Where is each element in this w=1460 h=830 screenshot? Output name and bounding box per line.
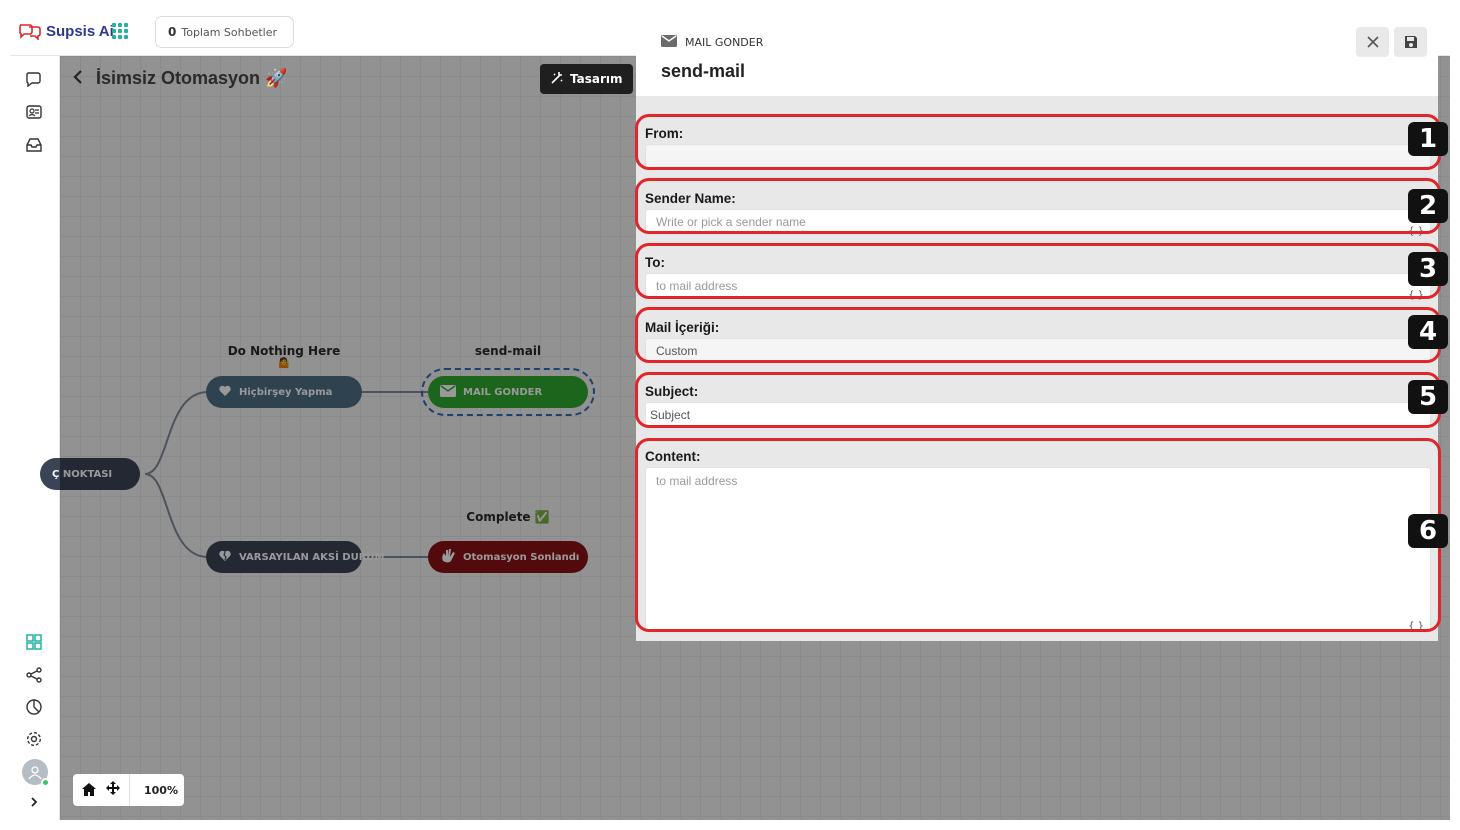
heart-hands-icon [218,384,232,401]
send-mail-node[interactable]: MAIL GONDER [428,376,588,408]
sender-name-input[interactable]: Write or pick a sender name [645,209,1431,235]
share-flow-icon[interactable] [23,664,45,686]
flow-title[interactable]: İsimsiz Otomasyon 🚀 [96,68,288,88]
chat-icon[interactable] [23,68,45,90]
zoom-controls: 100% [73,774,184,806]
sender-name-label: Sender Name: [645,191,736,206]
do-nothing-caption-text: Do Nothing Here [227,344,341,358]
save-button[interactable] [1394,27,1427,57]
to-label: To: [645,255,665,270]
annotation-badge-5: 5 [1408,380,1448,414]
app-name: Supsis Ai [46,22,114,40]
home-icon[interactable] [81,781,97,800]
shrug-emoji: 🤷 [277,358,291,369]
broken-heart-icon [218,549,232,566]
chat-bubbles-logo-icon [18,22,42,41]
do-nothing-node[interactable]: Hiçbirşey Yapma [206,376,362,408]
send-mail-label: MAIL GONDER [463,386,543,398]
apps-grid-icon[interactable] [112,23,128,39]
magic-wand-icon [550,71,564,88]
design-button[interactable]: Tasarım [540,64,633,94]
mail-content-type-label: Mail İçeriği: [645,320,720,335]
default-else-node[interactable]: VARSAYILAN AKSİ DURUM [206,541,385,573]
variable-braces-icon[interactable]: { } [1408,290,1424,301]
highlight-to [635,243,1441,299]
zoom-divider [129,774,130,806]
to-field: To: to mail address { } [645,255,1431,301]
do-nothing-label: Hiçbirşey Yapma [239,386,333,398]
mail-envelope-icon [661,35,677,50]
subject-field: Subject: Subject [645,384,1431,428]
reports-pie-icon[interactable] [23,696,45,718]
annotation-badge-4: 4 [1408,315,1448,349]
start-node[interactable]: Ç NOKTASI [40,458,140,490]
automation-ended-label: Otomasyon Sonlandı [463,551,580,563]
conversations-label: Toplam Sohbetler [181,25,278,39]
panel-node-name[interactable]: send-mail [661,61,746,81]
automation-ended-node[interactable]: Otomasyon Sonlandı [428,541,588,573]
flow-connectors [144,391,428,558]
back-chevron-icon[interactable] [72,69,84,89]
contact-card-icon[interactable] [23,101,45,123]
conversations-count: 0 [168,25,177,39]
panel-node-type-label: MAIL GONDER [685,36,764,49]
close-icon [1366,36,1379,48]
design-button-label: Tasarım [570,72,623,86]
user-avatar[interactable] [22,759,50,787]
subject-input[interactable]: Subject [645,402,1431,428]
highlight-sender-name [635,178,1441,234]
annotation-badge-3: 3 [1408,252,1448,286]
from-label: From: [645,126,684,141]
content-textarea[interactable]: to mail address [645,467,1431,633]
expand-sidebar-icon[interactable] [23,791,45,813]
annotation-badge-6: 6 [1408,514,1448,548]
left-sidebar [10,56,60,820]
zoom-level[interactable]: 100% [144,783,178,797]
waving-hand-icon [440,548,456,567]
app-window: Supsis Ai 0 Toplam Sohbetler [10,10,1450,820]
move-arrows-icon[interactable] [105,780,121,800]
from-field: From: [645,126,1431,170]
variable-braces-icon[interactable]: { } [1408,621,1424,632]
complete-caption: Complete ✅ [466,510,550,524]
mail-content-type-select[interactable]: Custom [645,338,1431,364]
online-status-dot [41,778,50,787]
content-label: Content: [645,449,701,464]
annotation-badge-1: 1 [1408,122,1448,156]
default-else-label: VARSAYILAN AKSİ DURUM [239,551,385,563]
annotation-badge-2: 2 [1408,189,1448,223]
settings-gear-icon[interactable] [23,728,45,750]
selected-node-outline [421,368,595,416]
do-nothing-caption: Do Nothing Here 🤷 [206,344,362,369]
highlight-from [635,114,1441,170]
to-input[interactable]: to mail address [645,273,1431,299]
dashboard-icon[interactable] [23,631,45,653]
start-node-label: Ç NOKTASI [52,468,113,480]
highlight-content [635,438,1441,632]
highlight-subject [635,372,1441,428]
from-input[interactable] [645,144,1431,170]
panel-header: MAIL GONDER send-mail [636,22,1438,96]
node-settings-panel: MAIL GONDER send-mail From: Sender Name:… [636,22,1438,641]
subject-label: Subject: [645,384,699,399]
inbox-icon[interactable] [23,134,45,156]
panel-node-type: MAIL GONDER [661,35,763,50]
flow-header: İsimsiz Otomasyon 🚀 [72,68,287,89]
content-field: Content: to mail address { } [645,449,1431,633]
total-conversations-pill[interactable]: 0 Toplam Sohbetler [155,16,295,48]
sender-name-field: Sender Name: Write or pick a sender name… [645,191,1431,237]
highlight-mail-content [635,307,1441,363]
mail-content-type-field: Mail İçeriği: Custom [645,320,1431,364]
app-logo[interactable]: Supsis Ai [18,22,114,41]
save-floppy-icon [1404,36,1417,48]
close-button[interactable] [1356,27,1389,57]
envelope-icon [440,384,456,400]
send-mail-caption: send-mail [474,344,542,358]
